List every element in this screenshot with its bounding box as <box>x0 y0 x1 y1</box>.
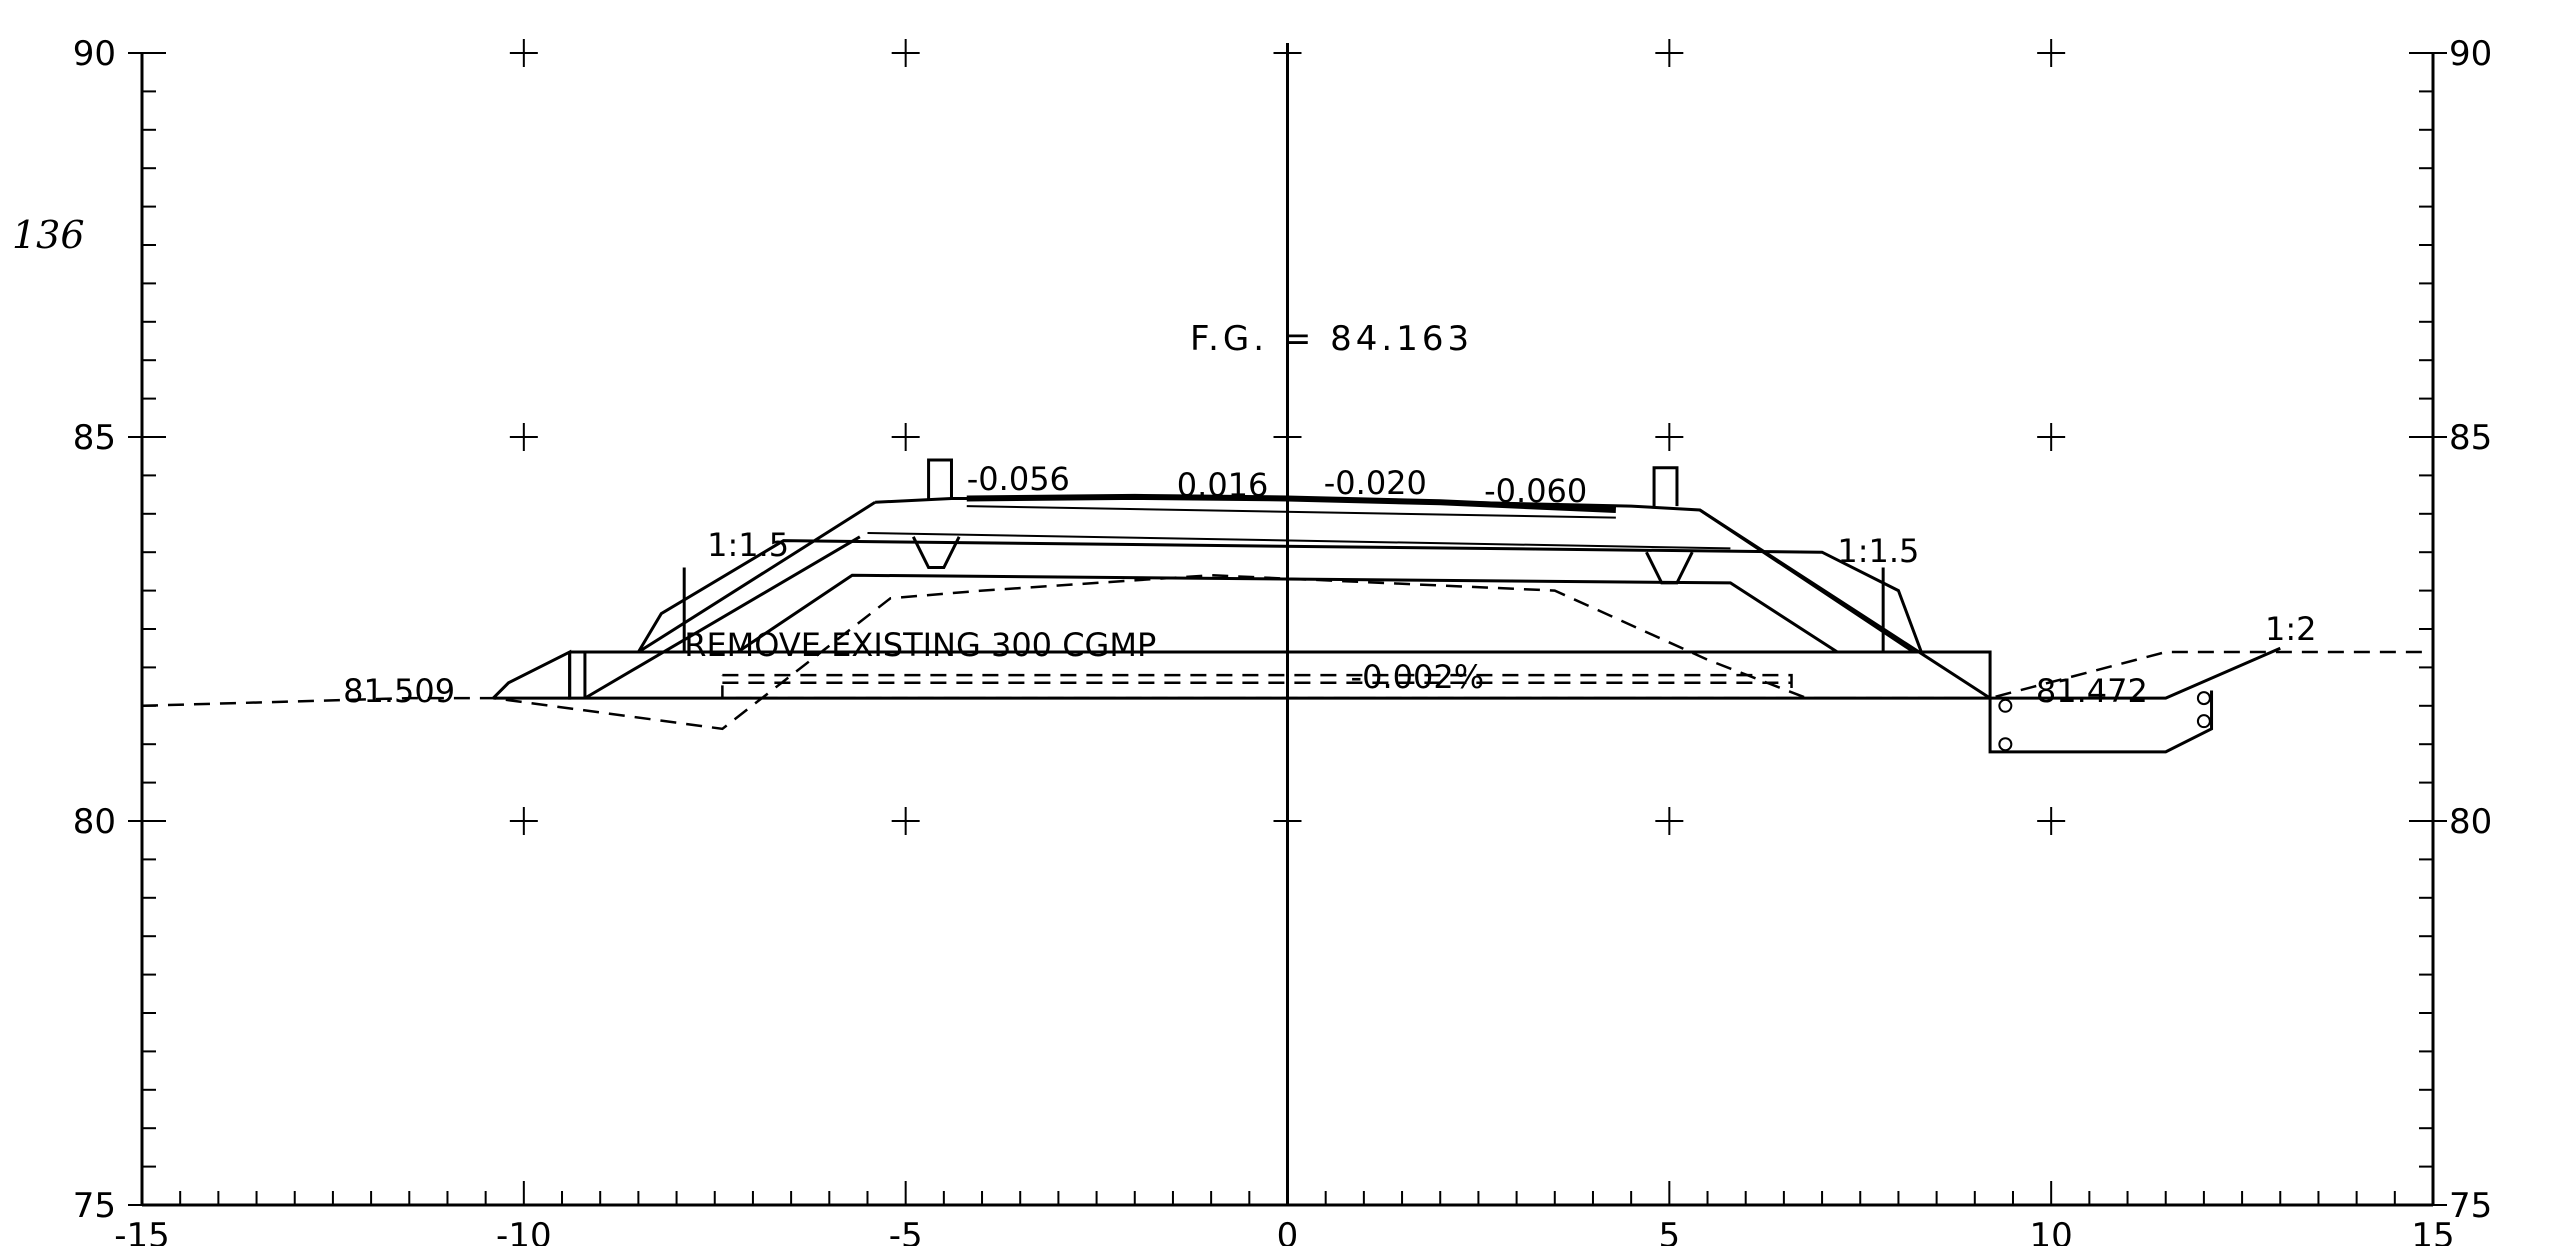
grid-layer <box>128 39 2447 1207</box>
erosion-symbol <box>2196 691 2211 706</box>
pipe-slope-label: -0.002% <box>1351 658 1485 696</box>
erosion-symbol <box>2196 714 2211 729</box>
x-tick-label: 10 <box>2030 1216 2073 1246</box>
existing-pipe-outline <box>721 673 1793 700</box>
erosion-symbol <box>1998 737 2013 752</box>
y-tick-label-right: 85 <box>2449 418 2492 458</box>
x-tick-label: 15 <box>2411 1216 2454 1246</box>
drawing-layer <box>141 458 2433 754</box>
y-tick-label-left: 80 <box>73 802 116 842</box>
x-tick-label: -10 <box>496 1216 552 1246</box>
design-left-slope <box>637 501 876 654</box>
slope-left-label: 1:1.5 <box>707 526 789 564</box>
erosion-symbol <box>1998 698 2013 713</box>
slope-right-label: 1:1.5 <box>1837 532 1919 570</box>
left-shoulder <box>492 649 572 700</box>
layer-line <box>867 532 1731 550</box>
right-ditch <box>1988 690 2214 754</box>
cross-slope-1-label: -0.056 <box>967 460 1070 498</box>
inner-left-slope <box>584 535 861 700</box>
y-tick-label-right: 75 <box>2449 1186 2492 1226</box>
outer-right-slope <box>1699 508 1991 700</box>
y-tick-label-left: 85 <box>73 418 116 458</box>
finished-grade-label: F.G. = 84.163 <box>1190 319 1473 359</box>
right-gutter <box>1645 551 1694 585</box>
x-tick-label: 5 <box>1659 1216 1681 1246</box>
y-tick-label-right: 90 <box>2449 34 2492 74</box>
pavement-underside <box>966 505 1616 519</box>
y-tick-label-right: 80 <box>2449 802 2492 842</box>
y-tick-label-left: 90 <box>73 34 116 74</box>
slope-ditch-label: 1:2 <box>2265 610 2317 648</box>
subbase-outline <box>637 539 1923 653</box>
elevation-right-label: 81.472 <box>2036 672 2148 710</box>
inner-layer <box>736 573 1839 654</box>
pavement-surface <box>966 493 1617 513</box>
ditch-backslope <box>1990 646 2281 700</box>
cross-slope-2-label: 0.016 <box>1177 466 1269 504</box>
handwritten-margin-note: 136 <box>12 213 85 257</box>
cross-slope-4-label: -0.060 <box>1484 472 1587 510</box>
elevation-left-label: 81.509 <box>343 672 455 710</box>
y-tick-label-left: 75 <box>73 1186 116 1226</box>
remove-pipe-label: REMOVE EXISTING 300 CGMP <box>684 626 1156 664</box>
x-tick-label: 0 <box>1277 1216 1299 1246</box>
x-tick-label: -5 <box>889 1216 923 1246</box>
left-gutter <box>911 536 961 570</box>
right-curb <box>1652 466 1679 507</box>
cross-slope-3-label: -0.020 <box>1324 464 1427 502</box>
left-curb <box>927 458 953 499</box>
x-tick-label: -15 <box>114 1216 170 1246</box>
